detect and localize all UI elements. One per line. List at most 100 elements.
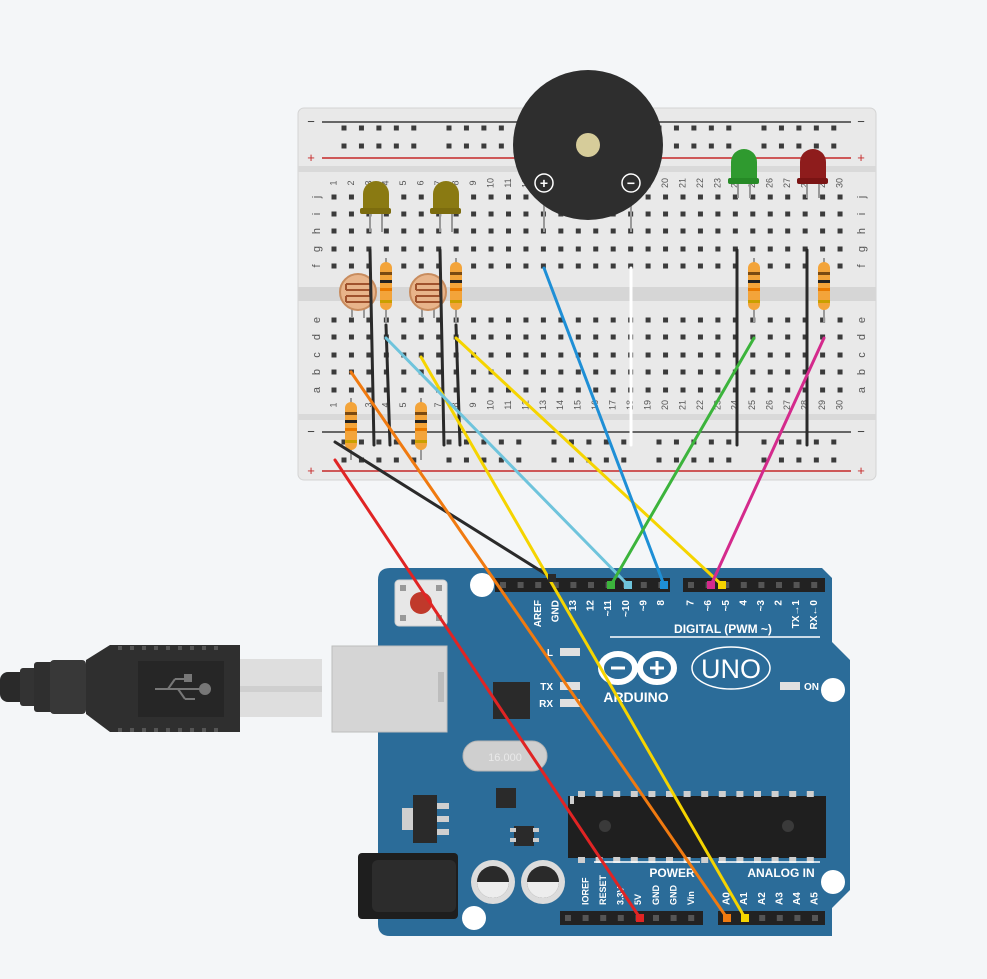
wire-yellow-5 [454, 336, 724, 587]
wire-green-11 [609, 336, 756, 587]
led-yellow-2 [430, 181, 461, 232]
resistor-6 [415, 398, 427, 460]
digital-pin-label: ~10 [621, 600, 632, 617]
column-number-label: 5 [398, 180, 408, 185]
column-number-label: 17 [608, 400, 618, 410]
column-number-label: 20 [660, 400, 670, 410]
column-number-label: 10 [485, 400, 495, 410]
digital-pin-label: ~11 [603, 600, 614, 617]
column-number-label: 23 [712, 400, 722, 410]
column-number-label: 30 [834, 400, 844, 410]
power-header-label: POWER [649, 866, 695, 880]
led-green [728, 149, 759, 198]
led-l-label: L [547, 648, 553, 659]
column-number-label: 26 [765, 400, 775, 410]
digital-pin-label: GND [550, 600, 561, 622]
row-letter-label: d [311, 334, 323, 340]
column-number-label: 7 [433, 402, 443, 407]
row-letter-label: h [311, 228, 323, 234]
photoresistor-1 [339, 273, 377, 318]
column-number-label: 11 [503, 400, 513, 409]
row-letter-label: c [856, 352, 868, 358]
buzzer-minus-label: − [627, 175, 635, 191]
wires [333, 266, 826, 920]
column-number-label: 1 [328, 180, 338, 185]
column-number-label: 12 [520, 400, 530, 410]
digital-pin-label: TX→1 [791, 600, 802, 629]
column-number-label: 29 [817, 400, 827, 410]
analog-pin-label: A5 [810, 892, 821, 905]
column-number-label: 25 [747, 400, 757, 410]
row-letter-label: e [311, 317, 323, 323]
power-pin-label: RESET [598, 874, 608, 905]
digital-pin-label: 4 [738, 600, 749, 606]
wire-lightblue-10 [384, 336, 630, 587]
column-number-label: 5 [398, 402, 408, 407]
column-number-label: 27 [782, 178, 792, 188]
photoresistor-2 [409, 273, 447, 318]
rail-plus-label: + [857, 150, 865, 165]
wire-red-5v [333, 458, 642, 920]
column-number-label: 8 [451, 402, 461, 407]
wire-magenta-6 [709, 336, 826, 587]
digital-pin-label: AREF [533, 600, 544, 627]
row-letter-label: b [856, 369, 868, 375]
column-number-label: 20 [660, 178, 670, 188]
rail-minus-label: − [307, 114, 315, 129]
rail-minus-label: − [857, 114, 865, 129]
column-number-label: 6 [416, 180, 426, 185]
column-number-label: 19 [642, 400, 652, 410]
rail-plus-label: + [307, 463, 315, 478]
row-letter-label: c [311, 352, 323, 358]
power-pin-label: 5V [633, 894, 643, 905]
column-number-label: 1 [328, 402, 338, 407]
row-letter-label: g [856, 246, 868, 252]
digital-pin-label: 7 [686, 600, 697, 606]
row-letter-label: h [856, 228, 868, 234]
wire-yellow-a1 [419, 355, 747, 920]
buzzer-plus-label: + [540, 175, 548, 191]
column-number-label: 4 [381, 180, 391, 185]
analog-pin-label: A3 [774, 892, 785, 905]
digital-pin-label: 8 [656, 600, 667, 606]
column-number-label: 10 [485, 178, 495, 188]
rail-plus-label: + [307, 150, 315, 165]
row-letter-label: g [311, 246, 323, 252]
column-number-label: 2 [346, 180, 356, 185]
column-number-label: 4 [381, 402, 391, 407]
row-letter-label: e [856, 317, 868, 323]
column-number-label: 24 [730, 400, 740, 410]
column-number-label: 13 [538, 400, 548, 410]
led-rx-label: RX [539, 699, 553, 710]
row-letter-label: f [856, 264, 868, 268]
resistor-1 [380, 258, 392, 322]
row-letter-label: i [856, 213, 868, 215]
column-number-label: 3 [363, 402, 373, 407]
wire-ends [548, 574, 749, 922]
crystal-label: 16.000 [488, 752, 522, 764]
resistor-5 [345, 398, 357, 460]
column-number-label: 26 [765, 178, 775, 188]
led-yellow-1 [360, 181, 391, 232]
uno-model-label: UNO [701, 654, 761, 684]
digital-pin-label: ~5 [721, 600, 732, 612]
led-tx-label: TX [540, 682, 553, 693]
analog-pin-label: A0 [722, 892, 733, 905]
breadboard-jumpers [368, 248, 809, 447]
digital-pin-label: 13 [568, 600, 579, 612]
row-letter-label: a [856, 386, 868, 393]
on-label: ON [804, 682, 819, 693]
column-number-label: 23 [712, 178, 722, 188]
digital-pin-label: 2 [774, 600, 785, 606]
analog-pin-label: A4 [792, 892, 803, 905]
wire-black-gnd [333, 440, 554, 580]
column-number-label: 22 [695, 400, 705, 410]
column-number-label: 8 [451, 180, 461, 185]
column-number-label: 11 [503, 178, 513, 187]
power-pin-label: GND [651, 885, 661, 906]
wire-orange-a0 [349, 370, 729, 920]
rail-plus-label: + [857, 463, 865, 478]
